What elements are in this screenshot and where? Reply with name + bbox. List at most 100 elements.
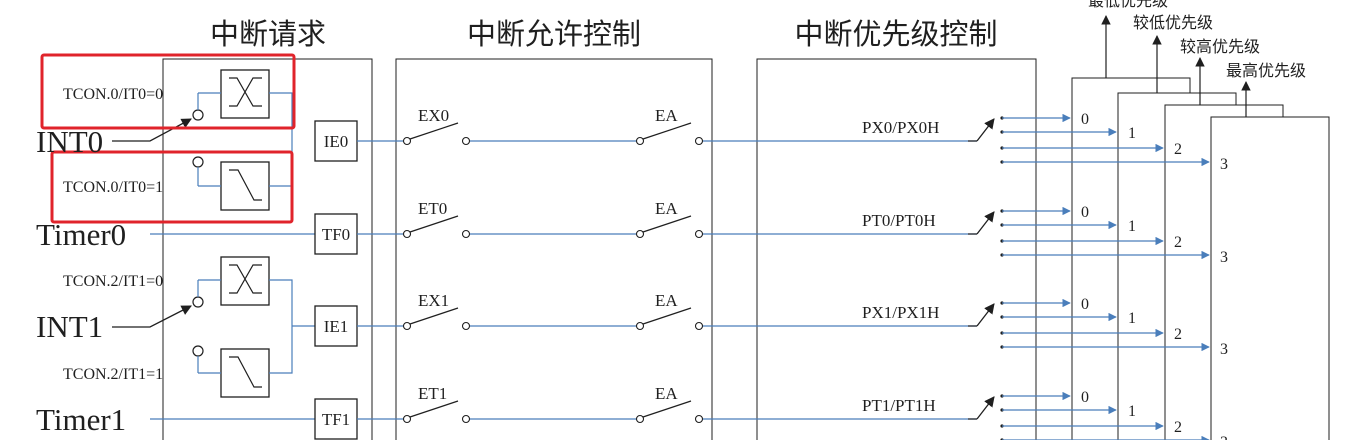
section-title-priority: 中断优先级控制 (794, 17, 997, 51)
switch-contact (694, 136, 704, 146)
request-panel (162, 58, 373, 440)
switch-contact (694, 229, 704, 239)
priority-level-label: 0 (1081, 111, 1089, 128)
enable-bit-label: ET0 (418, 199, 447, 218)
switch-contact (635, 414, 645, 424)
priority-level-label: 3 (1220, 434, 1228, 440)
flag-box (314, 398, 358, 440)
priority-bit-label: PT1/PT1H (862, 396, 936, 415)
switch-contact (694, 414, 704, 424)
level-trigger-icon (229, 264, 262, 294)
priority-level-label: 0 (1081, 204, 1089, 221)
priority-level-label: 0 (1081, 296, 1089, 313)
priority-level-label: 3 (1220, 156, 1228, 173)
priority-level-name-2: 较高优先级 (1180, 37, 1260, 56)
ea-label: EA (655, 199, 678, 218)
trigger-label-int1-level: TCON.2/IT1=0 (63, 273, 163, 290)
flag-box (314, 120, 358, 162)
flag-label: TF0 (322, 225, 350, 244)
source-name: INT1 (36, 309, 103, 344)
switch-contact (192, 156, 204, 168)
switch-contact (402, 136, 412, 146)
priority-level-label: 2 (1174, 326, 1182, 343)
enable-switch-blade (409, 122, 459, 140)
priority-level-label: 3 (1220, 341, 1228, 358)
priority-level-label: 2 (1174, 419, 1182, 436)
ea-switch-blade (642, 122, 692, 140)
switch-contact (402, 321, 412, 331)
switch-contact (635, 136, 645, 146)
trigger-merge-lines (269, 92, 315, 374)
priority-selector-arrow (976, 396, 995, 420)
priority-level-label: 0 (1081, 389, 1089, 406)
priority-selector-arrow (976, 118, 995, 142)
switch-contact (635, 229, 645, 239)
trigger-label-int0-edge: TCON.0/IT0=1 (63, 179, 163, 196)
priority-panel (756, 58, 1037, 440)
priority-level-name-1: 较低优先级 (1133, 13, 1213, 32)
priority-level-label: 1 (1128, 125, 1136, 142)
ea-switch-blade (642, 400, 692, 418)
priority-bit-label: PX1/PX1H (862, 303, 939, 322)
ea-label: EA (655, 291, 678, 310)
enable-panel (395, 58, 713, 440)
priority-level-label: 3 (1220, 249, 1228, 266)
switch-contact (461, 414, 471, 424)
level-trigger-icon (229, 77, 262, 107)
edge-trigger-icon (229, 169, 262, 201)
priority-selector-arrow (976, 211, 995, 235)
ea-label: EA (655, 106, 678, 125)
trigger-label-int1-edge: TCON.2/IT1=1 (63, 366, 163, 383)
switch-contact (402, 229, 412, 239)
flag-box (314, 213, 358, 255)
ea-switch-blade (642, 307, 692, 325)
trigger-block-int0-edge: TCON.0/IT0=1 (63, 156, 270, 211)
flag-label: IE0 (324, 132, 349, 151)
int-selector-arrows (112, 118, 192, 328)
priority-level-name-0: 最低优先级 (1088, 0, 1168, 10)
edge-trigger-icon (229, 356, 262, 388)
priority-level-label: 1 (1128, 403, 1136, 420)
priority-level-label: 1 (1128, 218, 1136, 235)
switch-contact (402, 414, 412, 424)
enable-bit-label: EX0 (418, 106, 449, 125)
highlight-int0-level (40, 53, 296, 130)
switch-contact (461, 321, 471, 331)
switch-contact (635, 321, 645, 331)
switch-contact (461, 136, 471, 146)
priority-bit-label: PT0/PT0H (862, 211, 936, 230)
ea-label: EA (655, 384, 678, 403)
priority-box-3 (1210, 116, 1330, 440)
switch-contact (461, 229, 471, 239)
trigger-block-int1-edge: TCON.2/IT1=1 (63, 345, 270, 398)
priority-level-stack (1071, 77, 1330, 440)
enable-switch-blade (409, 307, 459, 325)
highlight-int0-edge (50, 150, 294, 224)
priority-level-label: 2 (1174, 234, 1182, 251)
flag-label: TF1 (322, 410, 350, 429)
section-title-enable: 中断允许控制 (467, 17, 641, 51)
switch-contact (192, 345, 204, 357)
priority-output-arrows (1101, 15, 1251, 117)
ea-switch-blade (642, 215, 692, 233)
section-title-request: 中断请求 (210, 17, 326, 51)
switch-contact (192, 296, 204, 308)
trigger-block-int0-level: TCON.0/IT0=0 (63, 69, 270, 121)
priority-bit-label: PX0/PX0H (862, 118, 939, 137)
trigger-label-int0-level: TCON.0/IT0=0 (63, 86, 163, 103)
enable-bit-label: EX1 (418, 291, 449, 310)
source-name: Timer1 (36, 402, 126, 437)
flag-label: IE1 (324, 317, 349, 336)
priority-level-name-3: 最高优先级 (1226, 61, 1306, 80)
priority-level-label: 1 (1128, 310, 1136, 327)
trigger-block-int1-level: TCON.2/IT1=0 (63, 256, 270, 308)
priority-level-label: 2 (1174, 141, 1182, 158)
switch-contact (192, 109, 204, 121)
source-name: INT0 (36, 124, 103, 159)
enable-bit-label: ET1 (418, 384, 447, 403)
switch-contact (694, 321, 704, 331)
priority-selector-arrow (976, 303, 995, 327)
enable-switch-blade (409, 215, 459, 233)
